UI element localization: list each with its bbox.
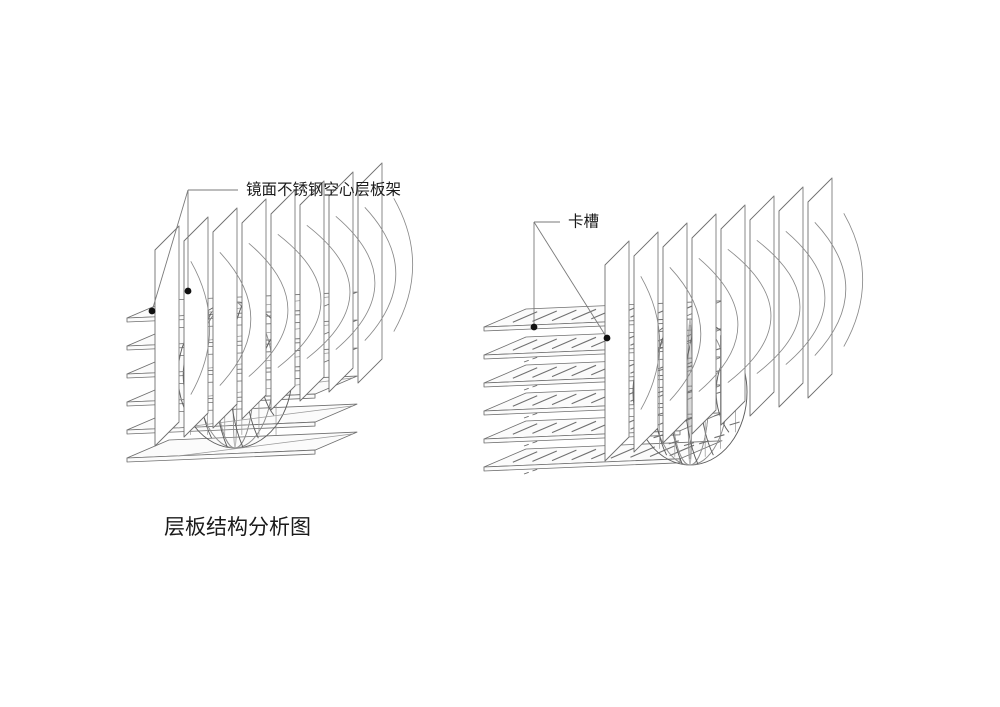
sphere-notch	[668, 440, 679, 445]
panel-face	[604, 240, 630, 462]
sphere-notch	[683, 442, 695, 447]
panel	[357, 162, 413, 384]
sphere-notch	[699, 440, 710, 445]
annotation-label-left: 镜面不锈钢空心层板架	[246, 180, 401, 199]
panel-sphere-arc	[364, 206, 397, 341]
shelf-notch	[551, 309, 577, 322]
panel	[212, 207, 289, 429]
panel-sphere-arc	[219, 251, 252, 386]
leader-endpoint-dot	[530, 323, 538, 331]
assembly-guide	[523, 389, 604, 419]
shelf-notch	[551, 337, 577, 350]
panel-face	[691, 213, 717, 435]
shelf-notch	[512, 395, 538, 407]
sphere-notch	[714, 434, 725, 439]
leader-line	[533, 221, 608, 339]
sphere-grid-horizontal	[177, 433, 353, 457]
sphere-notch	[653, 434, 664, 439]
panel-sphere-arc	[306, 224, 351, 359]
shelf-notch	[512, 339, 538, 351]
panel-sphere-arc	[814, 221, 847, 356]
panel-sphere-arc	[785, 230, 826, 365]
shelf-notch	[551, 393, 577, 406]
panel-sphere-arc	[277, 233, 322, 368]
panel	[270, 189, 351, 411]
shelf-notch	[630, 446, 656, 458]
panel	[807, 177, 863, 399]
panel-face	[662, 222, 688, 444]
shelf-notch	[551, 365, 577, 378]
shelf-notch	[532, 338, 558, 350]
panel-sphere-arc	[393, 198, 413, 332]
panel-face	[807, 177, 833, 399]
shelf-notch	[571, 392, 597, 405]
shelf-notch	[512, 423, 538, 435]
leader-endpoint-dot	[148, 307, 156, 315]
panel-group	[604, 177, 863, 462]
panel-sphere-arc	[190, 261, 210, 395]
shelf	[483, 440, 723, 472]
annotation-right: 卡槽	[530, 213, 611, 342]
sphere-notch	[729, 421, 740, 426]
panel-sphere-arc	[727, 248, 772, 383]
assembly-guide-group	[523, 333, 604, 475]
annotation-label-right: 卡槽	[568, 213, 599, 231]
shelf-notch	[532, 310, 558, 322]
leader-endpoint-dot	[184, 287, 192, 295]
panel	[299, 180, 376, 402]
drawing-title: 层板结构分析图	[164, 515, 311, 539]
panel-sphere-arc	[756, 239, 801, 374]
shelf-notch	[571, 308, 597, 321]
panel	[633, 231, 702, 453]
panel	[662, 222, 739, 444]
panel	[749, 195, 826, 417]
shelf-notch	[571, 420, 597, 433]
diagram-assembled-view	[126, 162, 413, 463]
shelf-notch	[532, 366, 558, 378]
shelf-notch	[571, 448, 597, 461]
panel	[183, 216, 252, 438]
panel-sphere-arc	[843, 213, 863, 347]
shelf-notch	[512, 311, 538, 323]
leader-endpoint-dot	[603, 334, 611, 342]
shelf-notch	[532, 394, 558, 406]
panel-face	[633, 231, 659, 453]
panel-sphere-arc	[335, 215, 376, 350]
leader-line	[151, 189, 189, 312]
assembly-guide	[523, 445, 604, 475]
panel-group	[154, 162, 413, 447]
panel-face	[241, 198, 267, 420]
shelf-notch	[551, 421, 577, 434]
assembly-guide	[523, 361, 604, 391]
shelf-notch	[551, 449, 577, 462]
panel	[720, 204, 801, 426]
shelf-notch	[512, 451, 538, 463]
panel-face	[720, 204, 746, 426]
shelf-front-edge	[126, 449, 316, 463]
annotation-left: 镜面不锈钢空心层板架	[148, 180, 401, 315]
panel-sphere-arc	[698, 257, 739, 392]
panel-face	[154, 225, 180, 447]
shelf-notch	[512, 367, 538, 379]
panel-face	[270, 189, 296, 411]
shelf-notch	[532, 450, 558, 462]
panel	[604, 240, 660, 462]
panel-face	[212, 207, 238, 429]
assembly-guide	[523, 417, 604, 447]
shelf-notch	[532, 422, 558, 434]
sphere-grid-horizontal	[177, 405, 353, 429]
panel-sphere-arc	[669, 266, 702, 401]
panel-sphere-arc	[640, 276, 660, 410]
shelf-notch	[649, 445, 675, 457]
shelf-notch	[610, 447, 636, 459]
assembly-guide	[523, 333, 604, 363]
shelf-notch	[571, 364, 597, 377]
shelf-notch	[571, 336, 597, 349]
panel-sphere-arc	[248, 242, 289, 377]
